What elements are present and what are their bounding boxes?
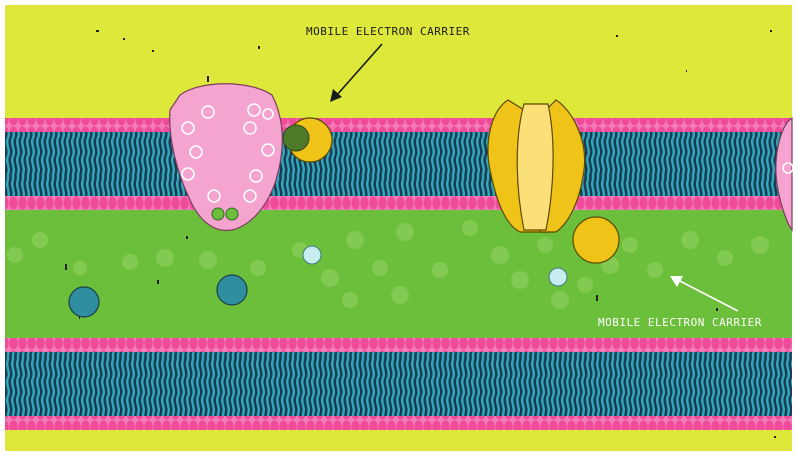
mobile-electron-carrier-label-top: MOBILE ELECTRON CARRIER [306,25,470,38]
lower-lower-lipid-heads [5,416,792,430]
upper-outer-lipid-heads [5,118,792,132]
green-dot [212,208,224,220]
lower-thylakoid-membrane [5,338,792,430]
mobile-electron-carrier-label-bottom: MOBILE ELECTRON CARRIER [598,316,762,329]
green-dot [226,208,238,220]
teal-particle [217,275,247,305]
upper-inner-lipid-heads [5,196,792,210]
lower-upper-lipid-heads [5,338,792,352]
pale-particle [549,268,567,286]
lower-lipid-tails [5,352,792,416]
teal-particle [69,287,99,317]
upper-thylakoid-membrane [5,118,792,210]
pale-particle [303,246,321,264]
upper-lipid-tails [5,132,792,196]
mobile-electron-carrier-bottom [573,217,619,263]
yellow-protein-complex [488,100,585,232]
